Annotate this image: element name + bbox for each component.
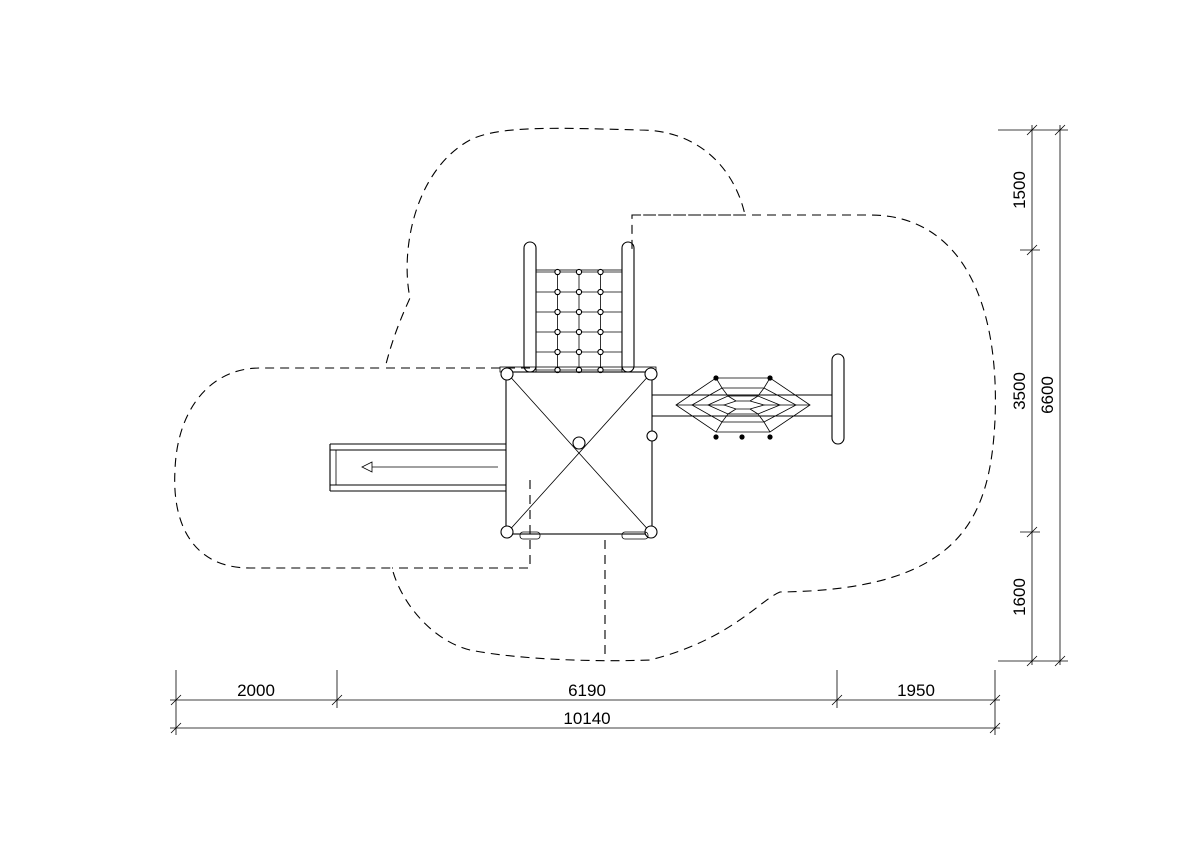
net-knot: [597, 288, 604, 296]
net-knot: [554, 308, 561, 316]
net-knot: [597, 348, 604, 356]
net-knot: [575, 348, 583, 356]
safety-zone-outline: [174, 127, 996, 662]
bridge-net-spoke: [749, 408, 759, 415]
bridge-anchor: [767, 375, 773, 381]
bridge-net-spoke: [749, 395, 759, 402]
bridge-net-spoke: [721, 387, 729, 397]
bridge-net-spoke: [757, 387, 765, 397]
bridge-anchor: [767, 434, 773, 440]
dim-v-total: 6600: [1038, 376, 1057, 414]
dim-v-top: 1500: [1010, 171, 1029, 209]
bridge-net-spoke: [763, 421, 771, 433]
bridge-net-ring: [722, 400, 766, 410]
net-knot: [554, 268, 561, 276]
dim-v-bottom: 1600: [1010, 578, 1029, 616]
dim-h-left: 2000: [237, 681, 275, 700]
net-knot: [554, 288, 561, 296]
bridge-anchor: [713, 434, 719, 440]
net-knot: [597, 308, 604, 316]
net-knot: [575, 308, 583, 316]
dimension-lines: 2000 6190 1950 10140 1500 3500 1600 6600: [170, 124, 1068, 735]
bridge-anchor: [739, 434, 745, 440]
tower-roof: [499, 366, 658, 540]
net-knot: [597, 328, 604, 336]
net-knot: [575, 328, 583, 336]
dim-h-right: 1950: [897, 681, 935, 700]
bridge-net-spoke: [727, 395, 737, 402]
net-knot: [575, 268, 583, 276]
bridge-net-spoke: [721, 413, 729, 423]
bridge-net-spoke: [727, 408, 737, 415]
slide: [329, 443, 506, 492]
rope-bridge: [652, 353, 845, 445]
net-knot: [575, 288, 583, 296]
bridge-net-spoke: [715, 421, 723, 433]
climbing-net: [523, 241, 635, 374]
dim-h-total: 10140: [563, 709, 610, 728]
net-knot: [597, 268, 604, 276]
net-knot: [554, 348, 561, 356]
bridge-net-spoke: [757, 413, 765, 423]
bridge-anchor: [713, 375, 719, 381]
dim-v-middle: 3500: [1010, 372, 1029, 410]
slide-direction-arrow-icon: [361, 461, 498, 473]
net-knot: [554, 328, 561, 336]
dim-h-middle: 6190: [568, 681, 606, 700]
